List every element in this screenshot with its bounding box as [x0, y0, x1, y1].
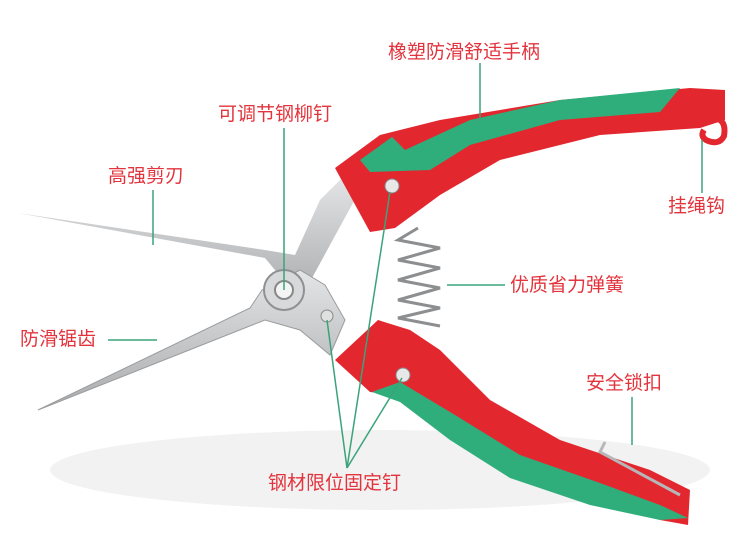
- upper-grip: [360, 88, 680, 172]
- label-lock: 安全锁扣: [586, 372, 663, 394]
- label-handle: 橡塑防滑舒适手柄: [388, 41, 541, 63]
- lower-blade: [37, 269, 346, 411]
- label-pins: 钢材限位固定钉: [268, 472, 402, 494]
- lower-handle: [335, 320, 690, 525]
- lower-stop-pin: [395, 367, 411, 383]
- label-blade: 高强剪刃: [108, 165, 185, 187]
- hanging-hook: [699, 115, 728, 146]
- upper-handle: [335, 88, 725, 232]
- upper-blade: [18, 175, 360, 300]
- leader-lines: [108, 63, 703, 469]
- safety-lock: [598, 441, 681, 497]
- label-hook: 挂绳钩: [668, 195, 726, 217]
- label-serration: 防滑锯齿: [20, 328, 97, 350]
- label-rivet: 可调节钢柳钉: [218, 103, 333, 125]
- lower-grip: [372, 382, 688, 520]
- upper-stop-pin: [384, 178, 400, 194]
- label-spring: 优质省力弹簧: [510, 274, 625, 296]
- spring: [393, 226, 441, 328]
